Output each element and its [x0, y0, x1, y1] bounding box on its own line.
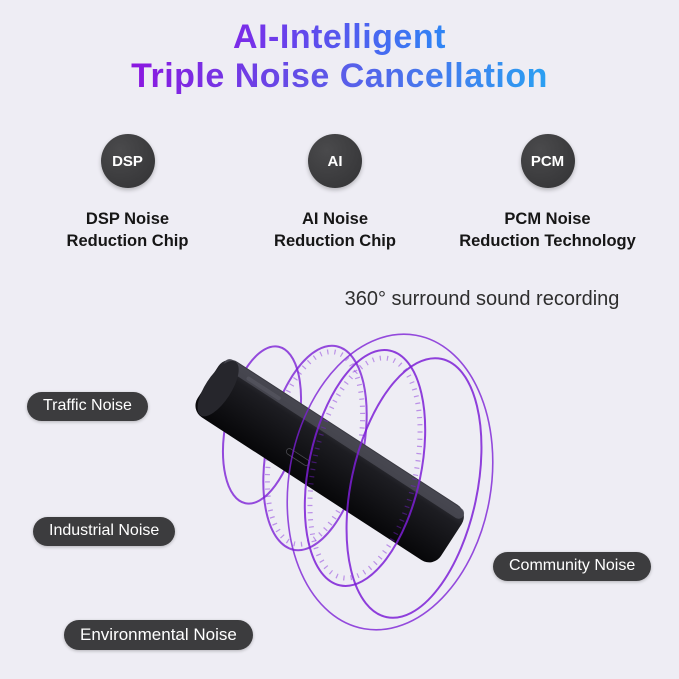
noise-label-traffic: Traffic Noise [27, 392, 148, 421]
feature-ai-label: AI Noise Reduction Chip [274, 208, 396, 253]
feature-dsp-label: DSP Noise Reduction Chip [67, 208, 189, 253]
feature-dsp: DSP DSP Noise Reduction Chip [35, 134, 220, 253]
feature-ai: AI AI Noise Reduction Chip [245, 134, 425, 253]
feature-pcm-label-line2: Reduction Technology [459, 232, 636, 251]
feature-ai-label-line2: Reduction Chip [274, 232, 396, 251]
pcm-badge-icon: PCM [520, 134, 575, 188]
voice-recorder-device [195, 359, 465, 563]
feature-pcm: PCM PCM Noise Reduction Technology [450, 134, 645, 253]
title-line-1: AI-Intelligent [233, 18, 446, 56]
ai-badge-icon: AI [308, 134, 362, 188]
title-line-2: Triple Noise Cancellation [131, 57, 548, 96]
surround-rings-back [222, 344, 368, 552]
feature-dsp-label-line2: Reduction Chip [66, 232, 189, 251]
feature-dsp-label-line1: DSP Noise [85, 210, 170, 228]
noise-label-community: Community Noise [493, 552, 652, 581]
surround-rings-front [286, 333, 494, 631]
surround-sound-caption: 360° surround sound recording [344, 288, 620, 310]
noise-label-industrial: Industrial Noise [33, 517, 176, 546]
feature-ai-label-line1: AI Noise [301, 210, 369, 228]
noise-label-environmental: Environmental Noise [64, 620, 253, 650]
feature-pcm-label-line1: PCM Noise [504, 210, 591, 228]
dsp-badge-icon: DSP [100, 134, 155, 188]
page-title: AI-Intelligent Triple Noise Cancellation [0, 18, 679, 96]
feature-pcm-label: PCM Noise Reduction Technology [459, 208, 636, 253]
